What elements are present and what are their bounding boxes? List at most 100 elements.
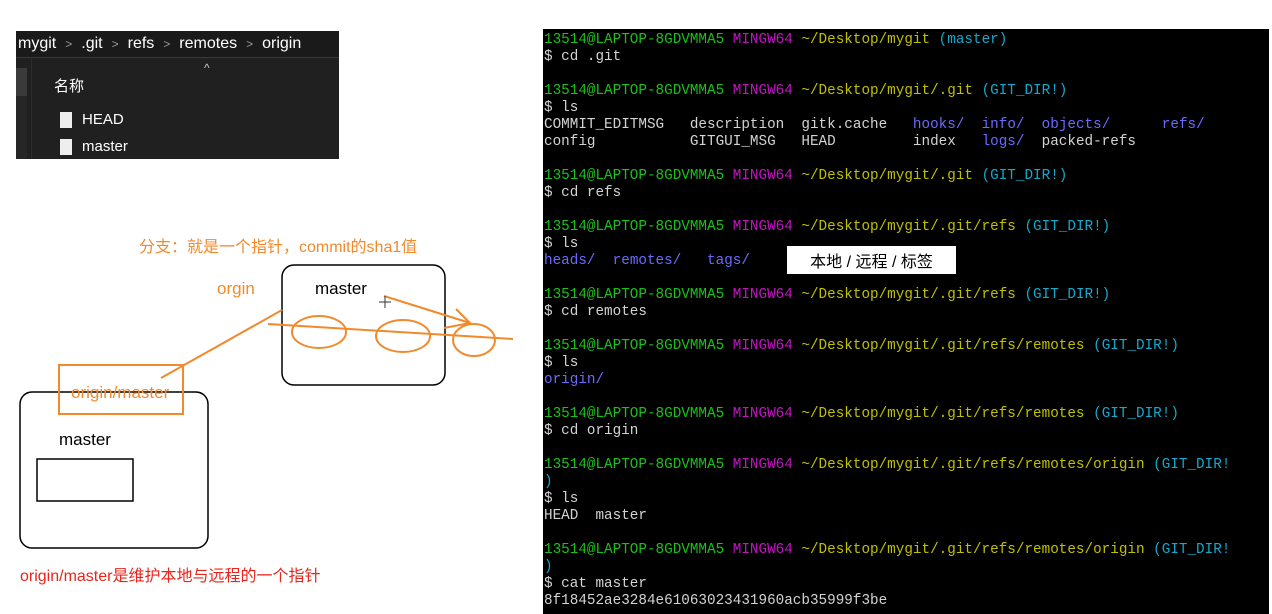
commit-node bbox=[291, 315, 347, 349]
terminal-segment-path: ~/Desktop/mygit/.git/refs/remotes bbox=[801, 406, 1094, 422]
terminal-segment-branch: (GIT_DIR! bbox=[1153, 457, 1231, 473]
terminal-segment-path: ~/Desktop/mygit/.git/refs/remotes bbox=[801, 338, 1094, 354]
terminal-segment-text: $ cd remotes bbox=[544, 304, 647, 320]
file-item-master[interactable]: master bbox=[60, 138, 128, 155]
branch-note: 分支：就是一个指针，commit的sha1值 bbox=[139, 239, 418, 256]
breadcrumb-mygit[interactable]: mygit bbox=[18, 35, 57, 52]
terminal-line: 13514@LAPTOP-8GDVMMA5 MINGW64 ~/Desktop/… bbox=[544, 83, 1230, 100]
terminal-segment-mingw: MINGW64 bbox=[732, 338, 802, 354]
pane-divider bbox=[31, 58, 32, 159]
terminal-segment-dir: objects/ bbox=[1041, 117, 1111, 133]
file-name: master bbox=[82, 138, 128, 155]
terminal-line: 13514@LAPTOP-8GDVMMA5 MINGW64 ~/Desktop/… bbox=[544, 338, 1230, 355]
terminal-line: 13514@LAPTOP-8GDVMMA5 MINGW64 ~/Desktop/… bbox=[544, 32, 1230, 49]
terminal-line bbox=[544, 151, 1230, 168]
breadcrumb-origin[interactable]: origin bbox=[262, 35, 302, 52]
terminal-segment-text bbox=[1024, 117, 1041, 133]
terminal-segment-text: HEAD master bbox=[544, 508, 647, 524]
terminal-line: $ ls bbox=[544, 355, 1230, 372]
terminal-line: $ cd refs bbox=[544, 185, 1230, 202]
file-item-head[interactable]: HEAD bbox=[60, 111, 124, 128]
terminal-segment-user: 13514@LAPTOP-8GDVMMA5 bbox=[544, 406, 733, 422]
terminal-segment-dir: remotes/ bbox=[612, 253, 682, 269]
terminal-line: 13514@LAPTOP-8GDVMMA5 MINGW64 ~/Desktop/… bbox=[544, 287, 1230, 304]
scrollbar-thumb[interactable] bbox=[16, 68, 27, 96]
terminal-segment-branch: (GIT_DIR!) bbox=[1024, 287, 1111, 303]
terminal-segment-dir: origin/ bbox=[544, 372, 605, 388]
terminal-segment-path: ~/Desktop/mygit/.git bbox=[801, 83, 982, 99]
terminal-segment-user: 13514@LAPTOP-8GDVMMA5 bbox=[544, 338, 733, 354]
terminal-segment-dir: info/ bbox=[981, 117, 1025, 133]
terminal-segment-text: $ ls bbox=[544, 100, 579, 116]
terminal-segment-text: $ ls bbox=[544, 355, 579, 371]
breadcrumb-refs[interactable]: refs bbox=[127, 35, 155, 52]
terminal-line bbox=[544, 440, 1230, 457]
terminal-segment-path: ~/Desktop/mygit/.git bbox=[801, 168, 982, 184]
terminal-line: config GITGUI_MSG HEAD index logs/ packe… bbox=[544, 134, 1230, 151]
terminal-line: 13514@LAPTOP-8GDVMMA5 MINGW64 ~/Desktop/… bbox=[544, 219, 1230, 236]
terminal-output: 13514@LAPTOP-8GDVMMA5 MINGW64 ~/Desktop/… bbox=[544, 32, 1230, 610]
chevron-right-icon: > bbox=[111, 37, 119, 51]
breadcrumb-remotes[interactable]: remotes bbox=[179, 35, 238, 52]
terminal-line: $ ls bbox=[544, 491, 1230, 508]
terminal-segment-text: $ cd .git bbox=[544, 49, 622, 65]
terminal-segment-dir: tags/ bbox=[707, 253, 750, 269]
commit-node bbox=[375, 319, 431, 353]
sort-ascending-icon: ^ bbox=[204, 61, 210, 75]
terminal-segment-path: ~/Desktop/mygit/.git/refs/remotes/origin bbox=[801, 457, 1154, 473]
terminal-segment-mingw: MINGW64 bbox=[732, 542, 802, 558]
terminal-segment-user: 13514@LAPTOP-8GDVMMA5 bbox=[544, 287, 733, 303]
terminal-segment-text: $ ls bbox=[544, 491, 579, 507]
chevron-right-icon: > bbox=[163, 37, 171, 51]
file-explorer: mygit> .git> refs> remotes> origin ^ 名称 … bbox=[16, 31, 339, 159]
terminal-line bbox=[544, 389, 1230, 406]
terminal-segment-text: config GITGUI_MSG HEAD index bbox=[544, 134, 982, 150]
terminal-segment-user: 13514@LAPTOP-8GDVMMA5 bbox=[544, 219, 733, 235]
pointer-line bbox=[160, 309, 283, 379]
terminal-line bbox=[544, 321, 1230, 338]
column-header-name[interactable]: 名称 bbox=[54, 78, 85, 95]
local-master-label: master bbox=[59, 430, 111, 449]
local-inner-box bbox=[36, 458, 134, 502]
terminal-line: $ cd .git bbox=[544, 49, 1230, 66]
terminal-segment-text: $ cat master bbox=[544, 576, 647, 592]
terminal-segment-branch: ) bbox=[544, 559, 553, 575]
terminal-line: $ cd origin bbox=[544, 423, 1230, 440]
terminal-segment-path: ~/Desktop/mygit bbox=[801, 32, 939, 48]
chevron-right-icon: > bbox=[65, 37, 73, 51]
bottom-note: origin/master是维护本地与远程的一个指针 bbox=[20, 568, 321, 585]
origin-master-label: origin/master bbox=[71, 383, 170, 402]
terminal-segment-user: 13514@LAPTOP-8GDVMMA5 bbox=[544, 32, 733, 48]
origin-master-highlight bbox=[58, 364, 184, 415]
terminal-line: $ ls bbox=[544, 100, 1230, 117]
terminal-segment-dir: refs/ bbox=[1161, 117, 1205, 133]
terminal-line: ) bbox=[544, 559, 1230, 576]
terminal-segment-text bbox=[1110, 117, 1161, 133]
terminal-segment-mingw: MINGW64 bbox=[732, 83, 802, 99]
arrow-line bbox=[383, 295, 471, 324]
terminal-segment-text: $ cd origin bbox=[544, 423, 639, 439]
terminal-line: $ cat master bbox=[544, 576, 1230, 593]
terminal-segment-mingw: MINGW64 bbox=[732, 406, 802, 422]
terminal-line: 13514@LAPTOP-8GDVMMA5 MINGW64 ~/Desktop/… bbox=[544, 168, 1230, 185]
terminal-line: $ cd remotes bbox=[544, 304, 1230, 321]
breadcrumb-git[interactable]: .git bbox=[81, 35, 103, 52]
terminal-segment-mingw: MINGW64 bbox=[732, 32, 802, 48]
git-bash-terminal[interactable]: 13514@LAPTOP-8GDVMMA5 MINGW64 ~/Desktop/… bbox=[543, 29, 1269, 614]
terminal-segment-branch: (GIT_DIR!) bbox=[981, 83, 1068, 99]
terminal-line: HEAD master bbox=[544, 508, 1230, 525]
terminal-segment-branch: (GIT_DIR!) bbox=[1093, 338, 1179, 354]
terminal-segment-path: ~/Desktop/mygit/.git/refs bbox=[801, 219, 1025, 235]
terminal-line bbox=[544, 202, 1230, 219]
diagram-drawing bbox=[19, 264, 514, 549]
terminal-line: heads/ remotes/ tags/ bbox=[544, 253, 1230, 270]
breadcrumb: mygit > .git > refs > remotes > origin bbox=[16, 31, 339, 58]
nav-pane-scrollbar[interactable] bbox=[16, 68, 27, 159]
terminal-line bbox=[544, 525, 1230, 542]
local-master-box bbox=[19, 391, 209, 549]
chevron-right-icon: > bbox=[246, 37, 254, 51]
remote-master-label: master bbox=[315, 279, 367, 298]
terminal-segment-text: $ ls bbox=[544, 236, 579, 252]
terminal-segment-path: ~/Desktop/mygit/.git/refs/remotes/origin bbox=[801, 542, 1154, 558]
terminal-segment-text: 8f18452ae3284e61063023431960acb35999f3be bbox=[544, 593, 888, 609]
